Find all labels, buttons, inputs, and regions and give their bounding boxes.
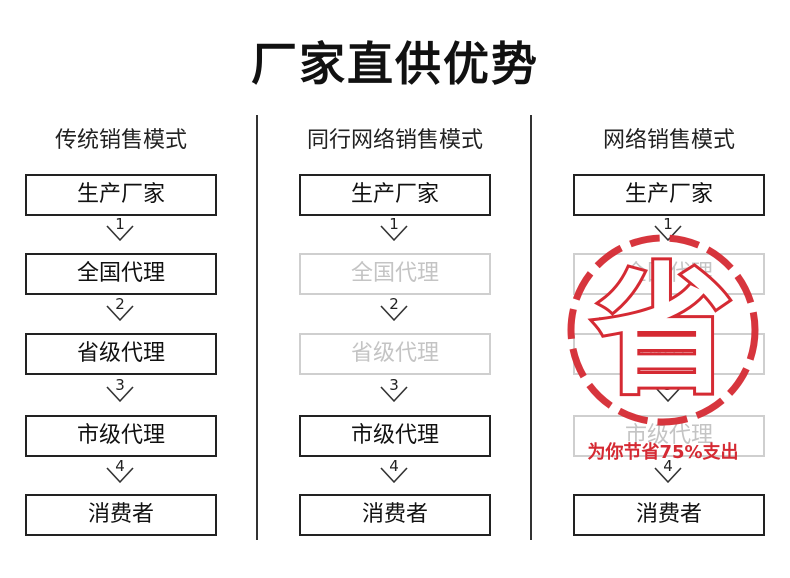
step-provincial-agent: 省级代理 [25,333,217,375]
column-traditional: 传统销售模式 生产厂家 1 全国代理 2 省级代理 3 市级代理 4 消费者 [25,0,217,578]
arrow-step-number: 2 [115,295,125,313]
column-heading: 传统销售模式 [54,128,187,153]
flow-arrow: 2 [103,296,137,330]
flow-arrow: 3 [103,377,137,411]
flow-arrow: 4 [651,458,685,492]
savings-caption: 为你节省75%支出 [587,442,739,463]
arrow-step-number: 2 [389,295,399,313]
column-online: 网络销售模式 生产厂家 1 全国代理 2 省级代理 3 市级代理 4 消费者 [573,0,765,578]
flow-arrow: 4 [103,458,137,492]
step-provincial-agent: 省级代理 [573,333,765,375]
page-title: 厂家直供优势 [251,37,539,91]
step-consumer: 消费者 [573,494,765,536]
arrow-step-number: 3 [115,376,125,394]
flow-arrow: 3 [377,377,411,411]
arrow-step-number: 1 [115,215,125,233]
flow-arrow: 1 [377,216,411,250]
column-heading: 同行网络销售模式 [306,128,483,153]
step-manufacturer: 生产厂家 [25,174,217,216]
column-peer-online: 同行网络销售模式 生产厂家 1 全国代理 2 省级代理 3 市级代理 4 消费者 [299,0,491,578]
flow-arrow: 1 [103,216,137,250]
step-consumer: 消费者 [299,494,491,536]
step-provincial-agent: 省级代理 [299,333,491,375]
arrow-step-number: 4 [389,457,399,475]
arrow-step-number: 2 [663,295,673,313]
flow-arrow: 4 [377,458,411,492]
step-consumer: 消费者 [25,494,217,536]
arrow-step-number: 4 [663,457,673,475]
flow-arrow: 1 [651,216,685,250]
step-city-agent: 市级代理 [25,415,217,457]
step-national-agent: 全国代理 [299,253,491,295]
flow-arrow: 3 [651,377,685,411]
arrow-step-number: 3 [663,376,673,394]
column-heading: 网络销售模式 [602,128,735,153]
arrow-step-number: 3 [389,376,399,394]
step-national-agent: 全国代理 [25,253,217,295]
arrow-step-number: 4 [115,457,125,475]
flow-arrow: 2 [651,296,685,330]
step-manufacturer: 生产厂家 [299,174,491,216]
column-divider [256,115,258,540]
column-divider [530,115,532,540]
step-city-agent: 市级代理 [299,415,491,457]
flow-arrow: 2 [377,296,411,330]
arrow-step-number: 1 [663,215,673,233]
step-national-agent: 全国代理 [573,253,765,295]
step-manufacturer: 生产厂家 [573,174,765,216]
arrow-step-number: 1 [389,215,399,233]
